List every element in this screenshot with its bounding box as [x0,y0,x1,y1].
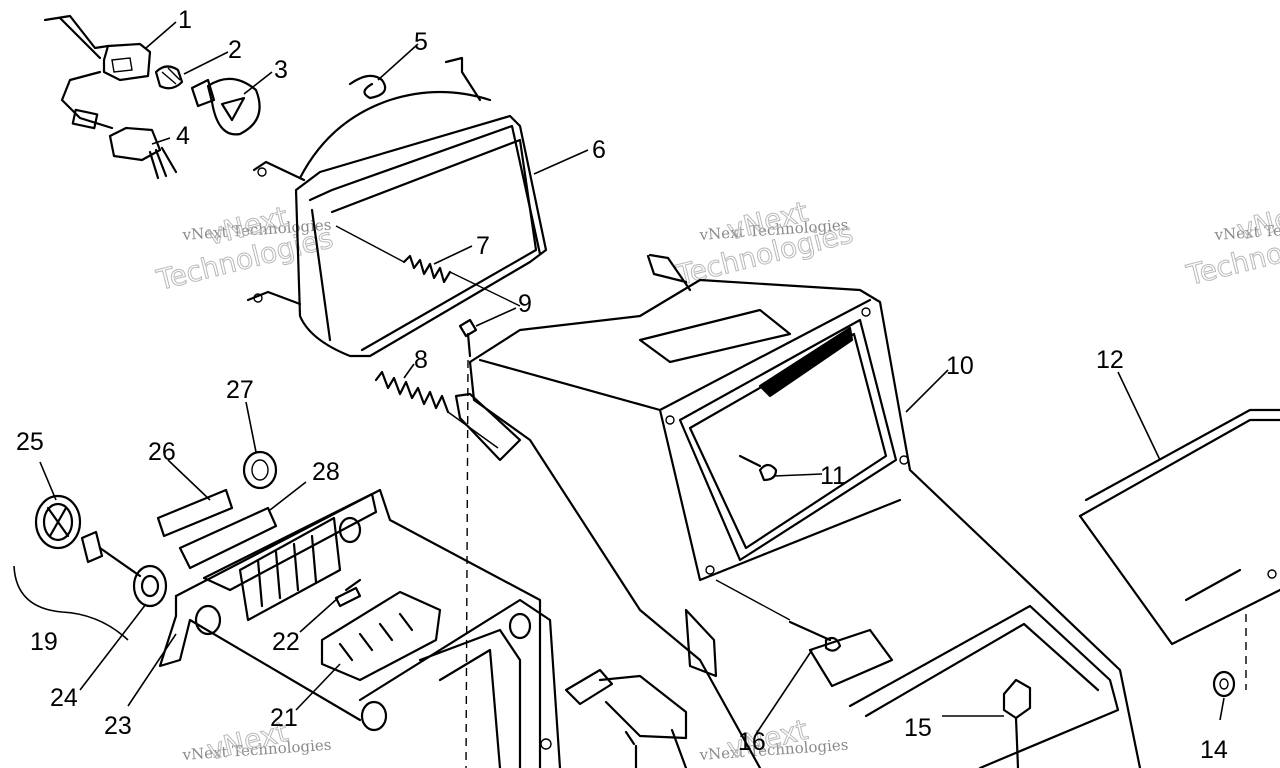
callout-1: 1 [178,6,192,34]
callout-25: 25 [16,428,44,456]
wire-clip-5 [348,74,387,100]
callout-21: 21 [270,704,298,732]
switch-panel-23 [158,488,542,768]
group-19-bracket [13,565,129,641]
callout-10: 10 [946,352,974,380]
spring-8 [374,370,499,449]
callout-8: 8 [414,346,428,374]
key [80,530,142,578]
key-switch-25 [34,494,82,550]
callout-9: 9 [518,290,532,318]
dash-panel-10 [454,253,1142,768]
callout-22: 22 [272,628,300,656]
decal-26 [156,488,234,538]
callout-7: 7 [476,232,490,260]
callout-24: 24 [50,684,78,712]
callout-28: 28 [312,458,340,486]
leader-lines [39,21,1225,735]
key-bezel-24 [132,564,168,608]
screw-16 [715,579,842,652]
cover-plate-12 [1078,408,1280,690]
grommet-14 [1212,670,1236,698]
callout-23: 23 [104,712,132,740]
callout-5: 5 [414,28,428,56]
spring-7 [335,225,521,307]
callout-26: 26 [148,438,176,466]
switch-housing [358,598,562,768]
bulb-3 [190,77,261,136]
callout-2: 2 [228,36,242,64]
callout-15: 15 [904,714,932,742]
toggle-switch [564,668,688,768]
bulb-socket-2 [154,65,184,90]
wiring-harness [43,14,178,180]
callout-3: 3 [274,56,288,84]
label-strip-28 [178,506,278,570]
connector-1-body [102,42,152,82]
callout-4: 4 [176,122,190,150]
callout-14: 14 [1200,736,1228,764]
callout-16: 16 [738,728,766,756]
screw-9 [458,318,478,768]
callout-27: 27 [226,376,254,404]
screw-11 [738,454,778,482]
headlight-housing-6 [246,56,548,358]
connector-4-body [108,126,162,162]
callout-11: 11 [820,462,846,490]
latch-15 [1002,678,1032,768]
callout-12: 12 [1096,346,1124,374]
callout-6: 6 [592,136,606,164]
callout-19: 19 [30,628,58,656]
callout-labels: 1 2 3 4 5 6 7 9 8 10 11 12 14 15 16 19 2… [16,6,1228,764]
nut-27 [242,450,278,490]
